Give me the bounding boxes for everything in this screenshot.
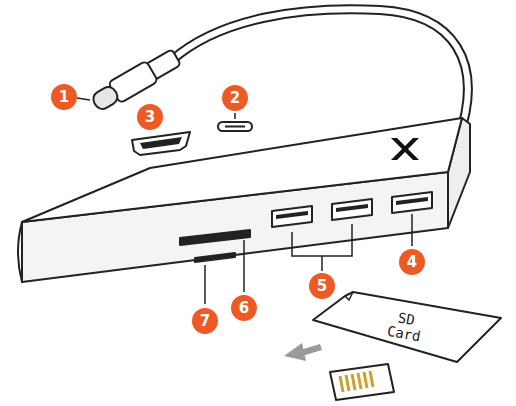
- sd-slot: [180, 230, 250, 245]
- microsd-card: [330, 364, 394, 400]
- callout-number: 6: [231, 295, 257, 321]
- callout-number: 1: [51, 84, 77, 110]
- callout-number: 3: [137, 104, 163, 130]
- callout-number: 4: [399, 249, 425, 275]
- cable-inner: [172, 9, 468, 140]
- cable: [172, 9, 468, 140]
- usb-c-tongue: [225, 126, 245, 128]
- microsd-slot: [195, 253, 235, 262]
- usb-a-ports: [272, 192, 432, 227]
- callout-number: 7: [192, 308, 218, 334]
- card-label: SD Card: [383, 308, 428, 345]
- usb-c-port: [218, 122, 252, 131]
- callout-number: 2: [222, 85, 248, 111]
- usb-a-tongues: [276, 197, 428, 219]
- usb-c-plug: [89, 47, 182, 115]
- hub-top: [22, 118, 462, 222]
- callout-number: 5: [309, 273, 335, 299]
- hdmi-port: [132, 132, 190, 155]
- insert-arrow: [284, 343, 322, 361]
- sd-card: SD Card: [305, 288, 505, 366]
- brand-logo: [391, 138, 419, 160]
- hub-left-end: [18, 222, 22, 282]
- leader-lines: [77, 98, 412, 304]
